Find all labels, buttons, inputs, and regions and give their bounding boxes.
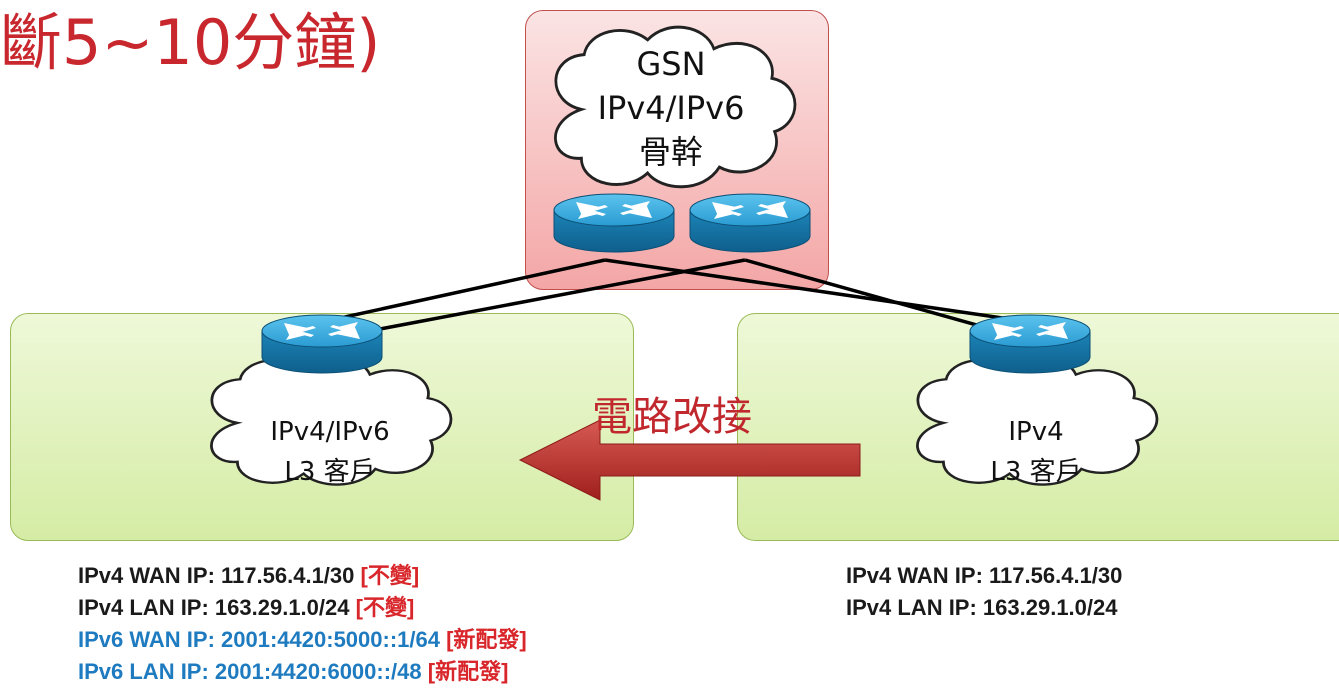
core-label-backbone: 骨幹 (638, 133, 703, 171)
right-cloud-label: IPv4 L3 客戶 (916, 412, 1156, 492)
left-ip-info: IPv4 WAN IP: 117.56.4.1/30 [不變] IPv4 LAN… (78, 560, 527, 688)
left-ipv6-wan-tag: [新配發] (446, 627, 527, 652)
left-ipv4-wan-tag: [不變] (360, 563, 420, 588)
router-icon (969, 314, 1091, 374)
right-ip-info: IPv4 WAN IP: 117.56.4.1/30 IPv4 LAN IP: … (846, 560, 1122, 624)
core-label-gsn: GSN (636, 45, 706, 83)
router-icon (553, 193, 675, 253)
core-label-protocol: IPv4/IPv6 (597, 89, 745, 127)
left-ipv6-wan: IPv6 WAN IP: 2001:4420:5000::1/64 [新配發] (78, 624, 527, 656)
right-cloud-protocol: IPv4 (1008, 417, 1064, 447)
router-icon (689, 193, 811, 253)
left-ipv4-wan: IPv4 WAN IP: 117.56.4.1/30 [不變] (78, 560, 527, 592)
left-cloud-label: IPv4/IPv6 L3 客戶 (210, 412, 450, 492)
left-ipv6-lan-tag: [新配發] (427, 659, 509, 684)
left-ipv4-lan-text: IPv4 LAN IP: 163.29.1.0/24 (78, 595, 350, 620)
left-ipv4-wan-text: IPv4 WAN IP: 117.56.4.1/30 (78, 563, 355, 588)
router-icon (261, 314, 383, 374)
link-lines (321, 258, 1031, 342)
left-ipv6-wan-text: IPv6 WAN IP: 2001:4420:5000::1/64 (78, 627, 440, 652)
right-ipv4-wan: IPv4 WAN IP: 117.56.4.1/30 (846, 563, 1123, 588)
slide-title-fragment: 斷5~10分鐘) (0, 6, 381, 79)
left-cloud-protocol: IPv4/IPv6 (270, 417, 390, 447)
left-ipv4-lan: IPv4 LAN IP: 163.29.1.0/24 [不變] (78, 592, 527, 624)
left-ipv4-lan-tag: [不變] (355, 595, 415, 620)
right-ipv4-lan: IPv4 LAN IP: 163.29.1.0/24 (846, 595, 1118, 620)
left-ipv6-lan: IPv6 LAN IP: 2001:4420:6000::/48 [新配發] (78, 656, 527, 688)
migration-label: 電路改接 (592, 394, 752, 440)
left-cloud-customer: L3 客戶 (284, 457, 376, 487)
left-arrow-icon (518, 419, 861, 501)
right-cloud-customer: L3 客戶 (990, 457, 1082, 487)
link-core-b-left (321, 258, 746, 342)
left-ipv6-lan-text: IPv6 LAN IP: 2001:4420:6000::/48 (78, 659, 422, 684)
core-cloud-label: GSN IPv4/IPv6 骨幹 (560, 42, 782, 174)
link-core-a-left (321, 258, 606, 324)
link-core-a-right (604, 258, 1031, 324)
